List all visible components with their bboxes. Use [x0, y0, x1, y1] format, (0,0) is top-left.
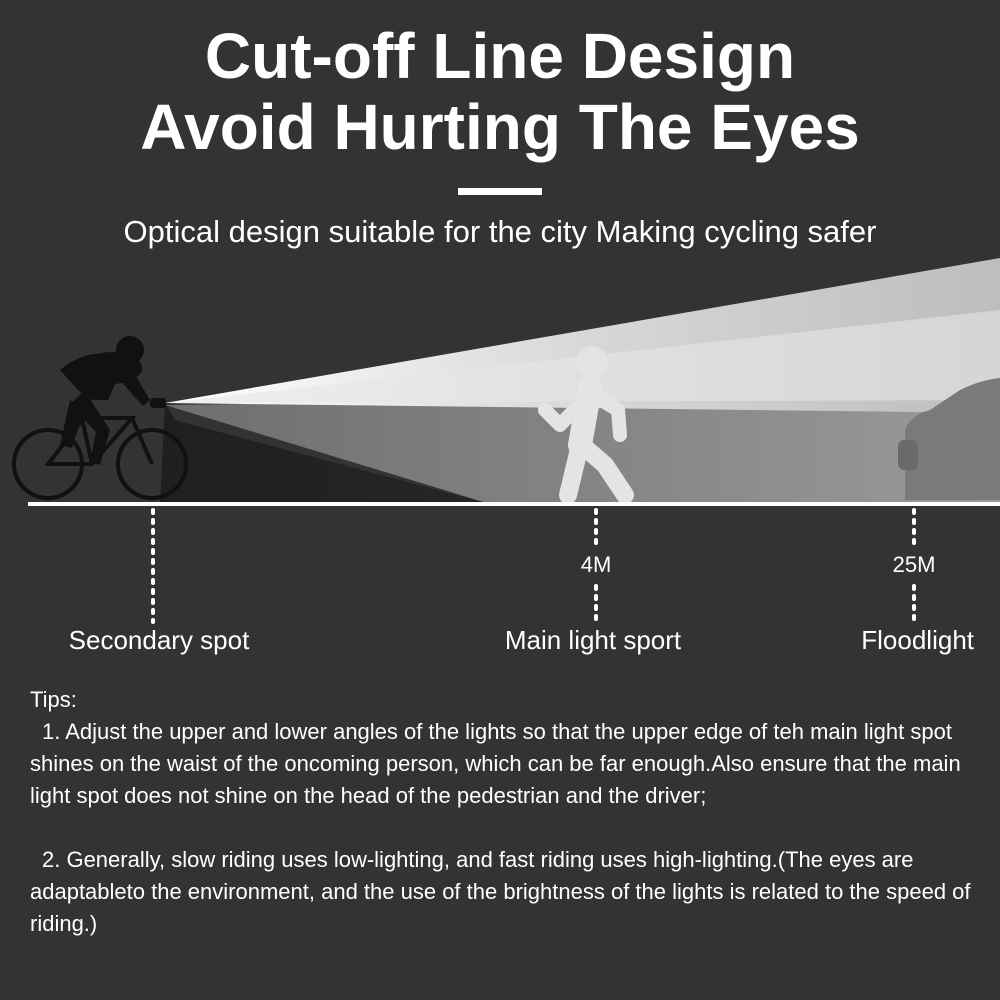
- secondary-spot-beam: [160, 403, 490, 504]
- pedestrian-icon: [538, 346, 634, 504]
- light-beam-diagram: 4M 25M Secondary spot Main light sport F…: [0, 250, 1000, 670]
- tip-item-2: 2. Generally, slow riding uses low-light…: [30, 847, 971, 936]
- distance-4m: 4M: [580, 552, 612, 577]
- road-line: [28, 502, 1000, 506]
- tip-item-1: 1. Adjust the upper and lower angles of …: [30, 719, 961, 808]
- main-light-spot-label: Main light sport: [504, 625, 682, 655]
- subtitle: Optical design suitable for the city Mak…: [123, 214, 877, 249]
- secondary-spot-label: Secondary spot: [68, 625, 250, 655]
- cyclist-icon: [12, 336, 188, 500]
- tips-section: Tips: 1. Adjust the upper and lower angl…: [30, 684, 980, 940]
- title-line-1: Cut-off Line Design: [204, 20, 796, 92]
- floodlight-label: Floodlight: [861, 625, 974, 655]
- title-line-2: Avoid Hurting The Eyes: [140, 91, 860, 163]
- car-icon: [898, 378, 1000, 500]
- title-divider: [458, 188, 542, 195]
- distance-25m: 25M: [892, 552, 936, 577]
- tips-heading: Tips:: [30, 687, 77, 712]
